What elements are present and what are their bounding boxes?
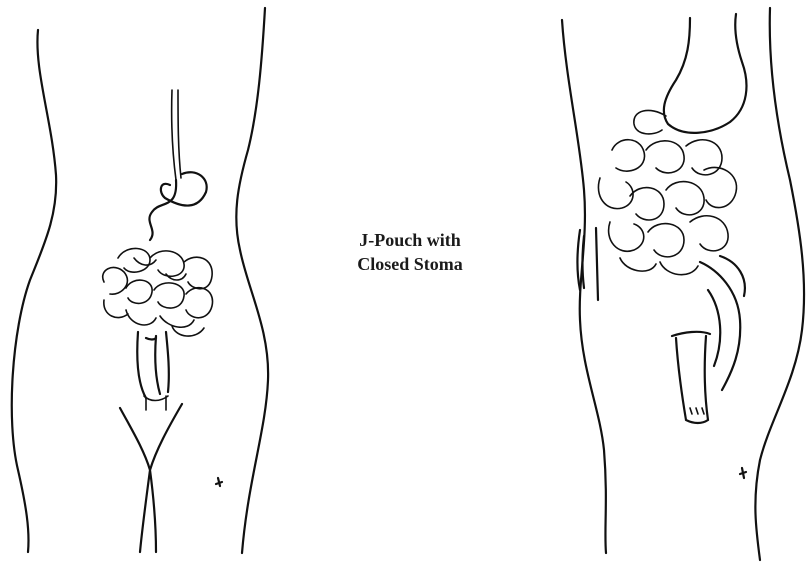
left-body-outline-left	[12, 30, 56, 552]
left-groin-v	[120, 404, 182, 552]
caption-line-1: J-Pouch with	[300, 228, 520, 252]
right-pouch-stitches	[690, 408, 704, 414]
right-duodenum	[634, 110, 666, 133]
caption-line-2: Closed Stoma	[300, 252, 520, 276]
diagram-caption: J-Pouch with Closed Stoma	[300, 228, 520, 276]
right-small-intestine	[598, 140, 736, 275]
left-body-outline-right	[236, 8, 268, 553]
left-torso-figure	[12, 8, 268, 553]
right-colon-path	[700, 256, 745, 390]
right-esophagus-stomach	[664, 14, 747, 133]
right-navel-mark	[740, 468, 746, 478]
right-closed-stoma-scar	[577, 228, 598, 300]
left-pouch-base	[144, 396, 168, 410]
left-stomach	[149, 172, 206, 240]
left-esophagus	[172, 90, 181, 180]
left-small-intestine	[103, 248, 213, 336]
left-j-pouch	[137, 332, 169, 398]
left-closed-stoma-mark	[216, 478, 222, 486]
right-torso-figure	[562, 8, 804, 560]
right-body-outline-right	[755, 8, 804, 560]
